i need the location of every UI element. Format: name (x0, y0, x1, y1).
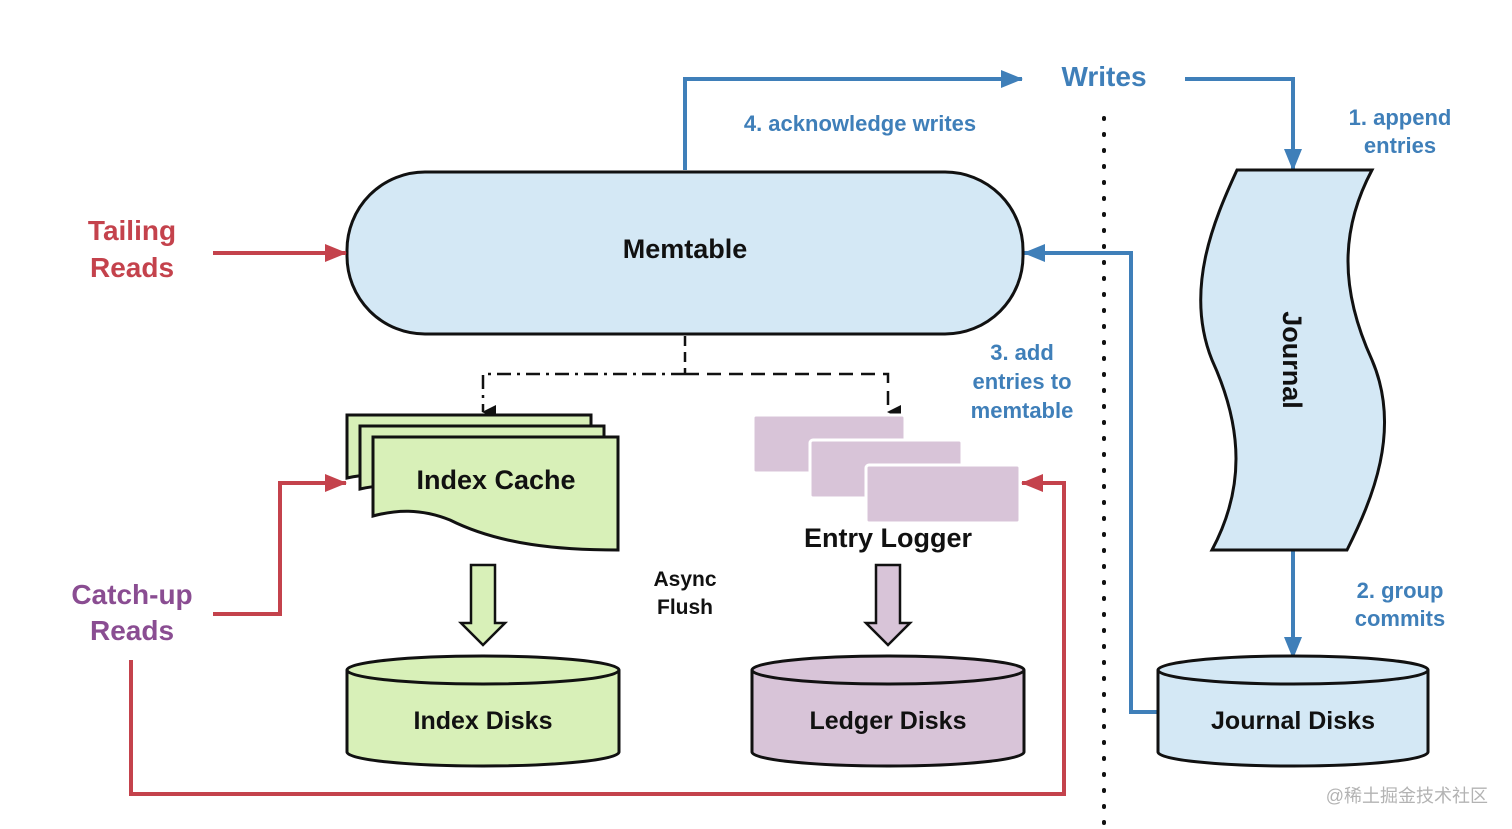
entry-logger-shape (864, 463, 1022, 525)
catchup-to-entry-logger-arrow (129, 474, 1066, 796)
catchup-to-index-cache-arrow (213, 474, 347, 616)
index-cache-shape (371, 435, 620, 552)
index-disks-shape (345, 670, 621, 768)
async-flush-connector (481, 336, 901, 419)
append-entries-label-line2: entries (1364, 133, 1436, 158)
entry-logger-node: Entry Logger (751, 413, 1022, 553)
journal-shape (1199, 168, 1386, 552)
index-cache-label: Index Cache (416, 465, 575, 495)
watermark-text: @稀土掘金技术社区 (1326, 786, 1488, 806)
group-commits-label-line2: commits (1355, 606, 1445, 631)
writes-flow (683, 70, 1302, 714)
journal-disks-shape (1156, 670, 1430, 768)
index-disks-label: Index Disks (414, 707, 553, 735)
index-disks-node: Index Disks (345, 654, 621, 768)
tailing-reads-label-line2: Reads (90, 252, 174, 283)
catchup-reads-label-line1: Catch-up (71, 579, 192, 610)
group-commits-label-line1: 2. group (1357, 578, 1444, 603)
journal-label: Journal (1277, 311, 1307, 409)
tailing-reads-label-line1: Tailing (88, 215, 176, 246)
ledger-disks-label: Ledger Disks (809, 707, 966, 735)
index-flush-arrow (457, 563, 509, 647)
entry-logger-label: Entry Logger (804, 523, 973, 553)
ledger-disks-shape (750, 670, 1026, 768)
memtable-shape (345, 170, 1025, 336)
append-entries-label-line1: 1. append (1349, 105, 1452, 130)
add-entries-label-line3: memtable (971, 398, 1074, 423)
journal-disks-node: Journal Disks (1156, 654, 1430, 768)
ledger-flush-arrow (862, 563, 914, 647)
add-entries-label-line1: 3. add (990, 340, 1054, 365)
memtable-label: Memtable (623, 234, 748, 264)
index-cache-node: Index Cache (345, 413, 620, 552)
catchup-reads-label-line2: Reads (90, 615, 174, 646)
acknowledge-writes-label: 4. acknowledge writes (744, 111, 976, 136)
async-flush-label-line1: Async (653, 568, 716, 591)
ledger-disks-node: Ledger Disks (750, 654, 1026, 768)
journal-disks-label: Journal Disks (1211, 707, 1375, 735)
add-entries-arrow (1023, 244, 1158, 714)
journal-node: Journal (1199, 168, 1386, 552)
acknowledge-arrow (683, 70, 1023, 170)
add-entries-label-line2: entries to (972, 369, 1071, 394)
writes-label: Writes (1061, 61, 1146, 92)
memtable-node: Memtable (345, 170, 1025, 336)
async-flush-label-line2: Flush (657, 596, 713, 619)
append-arrow (1185, 77, 1302, 171)
